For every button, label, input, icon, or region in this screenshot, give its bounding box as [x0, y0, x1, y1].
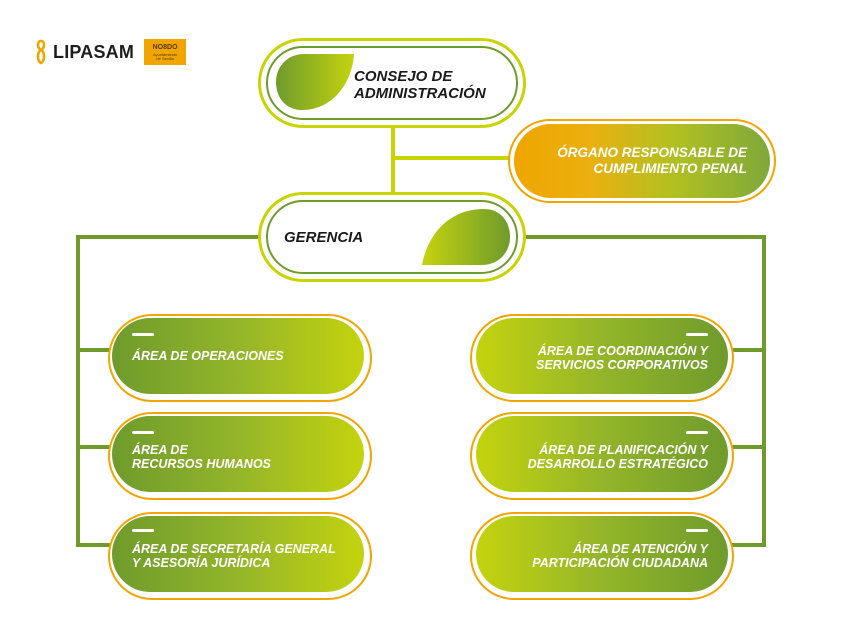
badge-line-3: de Sevilla: [156, 55, 174, 61]
badge-line-2: Ayuntamiento: [152, 51, 178, 57]
area-card-fill: [476, 416, 728, 492]
lipasam-logo: LIPASAM NO8DO Ayuntamiento de Sevilla: [34, 38, 187, 66]
area-dash: [686, 431, 708, 434]
area-dash: [686, 529, 708, 532]
area-card-fill: [112, 416, 364, 492]
area-dash: [132, 333, 154, 336]
area-dash: [686, 333, 708, 336]
lipasam-mark-icon: [36, 39, 46, 65]
area-dash: [132, 431, 154, 434]
area-card-fill: [476, 516, 728, 592]
area-label-atencion: ÁREA DE ATENCIÓN Y PARTICIPACIÓN CIUDADA…: [532, 542, 708, 571]
sevilla-badge: NO8DO Ayuntamiento de Sevilla: [144, 39, 187, 65]
area-card-fill: [112, 318, 364, 394]
organo-node-fill: [514, 124, 770, 198]
area-label-recursos-humanos: ÁREA DE RECURSOS HUMANOS: [132, 443, 271, 472]
area-label-coordinacion: ÁREA DE COORDINACIÓN Y SERVICIOS CORPORA…: [535, 344, 708, 373]
area-card-fill: [112, 516, 364, 592]
consejo-leaf-icon: [276, 54, 354, 110]
consejo-label: CONSEJO DE ADMINISTRACIÓN: [354, 68, 486, 103]
area-label-operaciones: ÁREA DE OPERACIONES: [132, 349, 284, 363]
area-label-planificacion: ÁREA DE PLANIFICACIÓN Y DESARROLLO ESTRA…: [527, 443, 708, 472]
area-dash: [132, 529, 154, 532]
area-label-secretaria: ÁREA DE SECRETARÍA GENERAL Y ASESORÍA JU…: [132, 542, 336, 571]
gerencia-leaf-icon: [422, 209, 510, 265]
logo-text: LIPASAM: [53, 41, 135, 62]
gerencia-label: GERENCIA: [284, 229, 364, 246]
organo-label: ÓRGANO RESPONSABLE DE CUMPLIMIENTO PENAL: [557, 145, 747, 176]
badge-line-1: NO8DO: [152, 43, 178, 51]
area-card-fill: [476, 318, 728, 394]
